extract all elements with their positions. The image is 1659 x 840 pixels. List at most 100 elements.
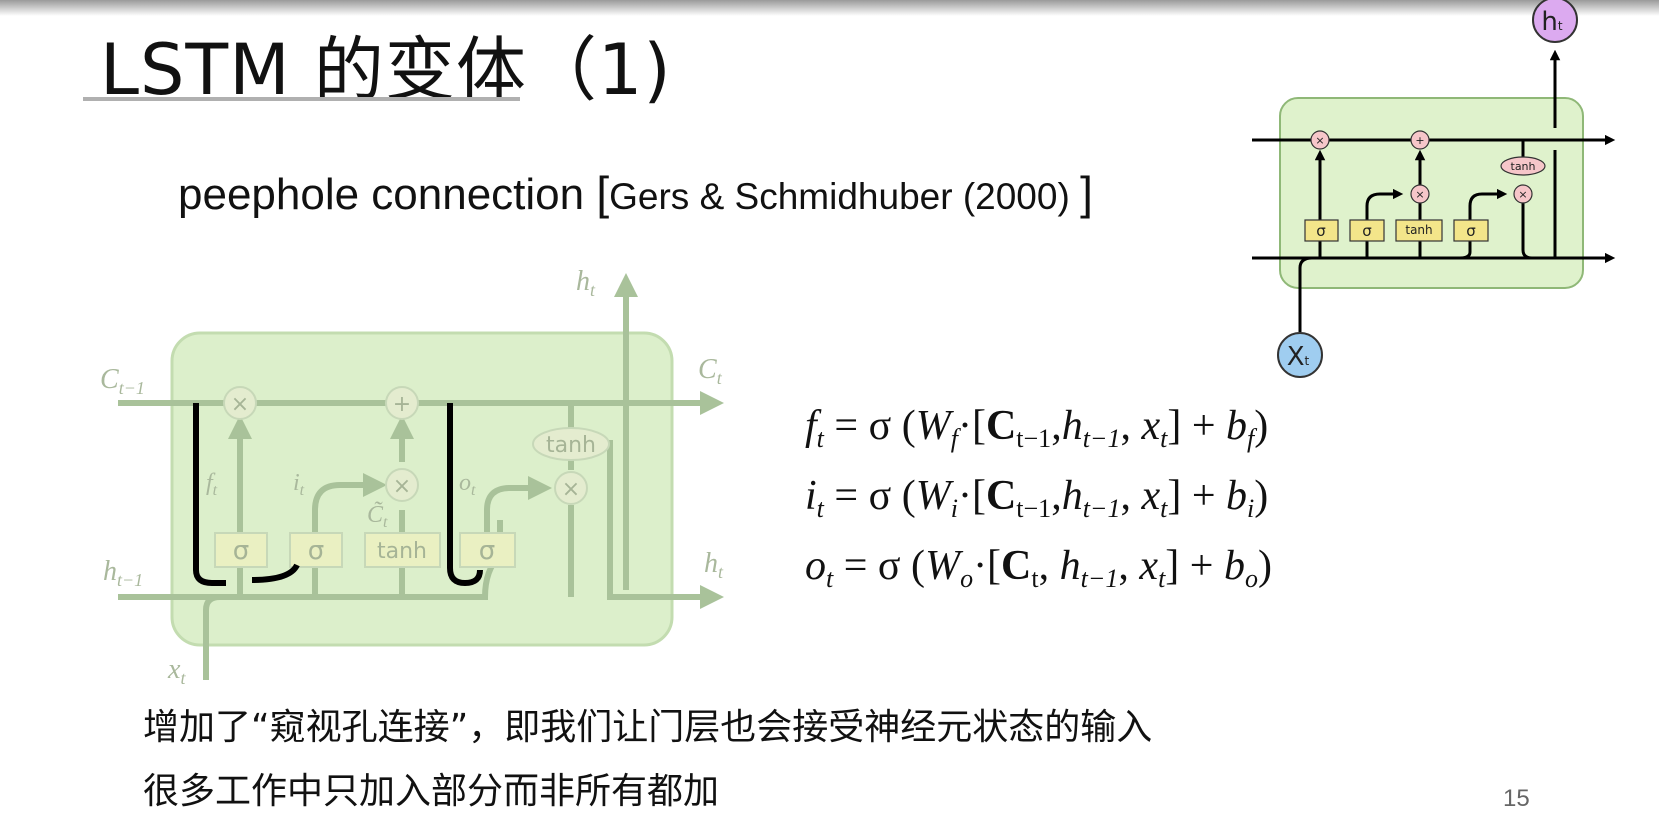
page-number: 15 — [1503, 785, 1530, 812]
label-x-in: xt — [167, 654, 186, 688]
standard-lstm-diagram: × + × × tanh σ σ tanh σ ht Xt — [1252, 0, 1616, 378]
equation-subscript: f — [950, 424, 958, 453]
equation-term: b — [1226, 473, 1248, 519]
equation-term: ] + — [1167, 473, 1227, 519]
equation-term: C — [985, 473, 1017, 519]
equation-term: ) — [1257, 543, 1272, 589]
gate-output: σ — [479, 536, 495, 566]
tanh-op: tanh — [546, 433, 596, 458]
equation-subscript: t−1 — [1082, 494, 1121, 523]
equation-subscript: t−1 — [1080, 564, 1119, 593]
equation-subscript: t — [816, 494, 824, 523]
equation-term: x — [1139, 543, 1159, 589]
equation-term: W — [915, 473, 951, 519]
label-h-top: ht — [576, 266, 596, 300]
equation-subscript: o — [960, 564, 974, 593]
equation-term: C — [985, 403, 1017, 449]
add-op: + — [1415, 134, 1424, 147]
output-multiply-op: × — [1518, 188, 1527, 201]
forget-multiply-op: × — [1315, 134, 1324, 147]
equation-subscript: t−1 — [1016, 494, 1052, 523]
body-line-1: 增加了“窥视孔连接”，即我们让门层也会接受神经元状态的输入 — [143, 707, 1153, 748]
equation-term: h — [1061, 473, 1083, 519]
gate-candidate: tanh — [377, 539, 427, 564]
body-line-2: 很多工作中只加入部分而非所有都加 — [143, 771, 720, 812]
equation-subscript: o — [1244, 564, 1258, 593]
input-multiply-op: × — [1415, 188, 1424, 201]
equation-term: h — [1059, 543, 1081, 589]
equation-subscript: t — [1160, 494, 1168, 523]
equation-term: x — [1141, 473, 1161, 519]
equation-term: h — [1061, 403, 1083, 449]
equation-term: W — [925, 543, 961, 589]
slide-subtitle: peephole connection [Gers & Schmidhuber … — [178, 166, 1093, 220]
equation-subscript: i — [950, 494, 958, 523]
equation-term: = σ ( — [823, 473, 916, 519]
h-output-label: ht — [1541, 7, 1562, 37]
equation-term: W — [915, 403, 951, 449]
equation-subscript: t−1 — [1016, 424, 1052, 453]
equation-term: , — [1118, 543, 1140, 589]
subtitle-bracket-open: [ — [596, 167, 610, 219]
x-input-label: Xt — [1287, 342, 1310, 372]
gate-input: σ — [308, 536, 324, 566]
equation-term: ] + — [1167, 403, 1227, 449]
label-c-out: Ct — [698, 354, 723, 388]
label-h-prev: ht−1 — [103, 556, 143, 590]
equation-term: , — [1051, 473, 1062, 519]
equation-term: , — [1120, 403, 1142, 449]
forget-multiply-op: × — [231, 392, 249, 417]
equation-subscript: t — [826, 564, 834, 593]
subtitle-bracket-close: ] — [1080, 167, 1093, 219]
equation-term: , — [1051, 403, 1062, 449]
equation-subscript: t — [816, 424, 824, 453]
equation-forget-gate: ft = σ (Wf·[Ct−1,ht−1, xt] + bf) — [805, 402, 1268, 454]
label-c-tilde: C̃t — [367, 501, 388, 531]
equation-term: ·[ — [957, 403, 986, 449]
top-shadow-bar — [0, 0, 1659, 16]
equation-subscript: i — [1247, 494, 1255, 523]
equation-subscript: f — [1247, 424, 1255, 453]
equation-term: ) — [1254, 473, 1269, 519]
equation-subscript: t−1 — [1082, 424, 1121, 453]
gate-output: σ — [1466, 222, 1476, 240]
equation-term: ·[ — [957, 473, 986, 519]
equation-term: x — [1141, 403, 1161, 449]
title-underline — [83, 97, 520, 101]
equation-input-gate: it = σ (Wi·[Ct−1,ht−1, xt] + bi) — [805, 472, 1268, 524]
equation-term: b — [1223, 543, 1245, 589]
equation-subscript: t — [1031, 564, 1039, 593]
equation-term: ·[ — [973, 543, 1002, 589]
label-f: ft — [206, 470, 218, 499]
equation-term: ] + — [1165, 543, 1224, 589]
equation-term: ) — [1254, 403, 1269, 449]
output-multiply-op: × — [562, 477, 580, 502]
gate-forget: σ — [1316, 222, 1326, 240]
equation-output-gate: ot = σ (Wo·[Ct, ht−1, xt] + bo) — [805, 542, 1272, 594]
gate-input: σ — [1362, 222, 1372, 240]
tanh-op: tanh — [1511, 160, 1536, 173]
subtitle-main: peephole connection — [178, 170, 597, 219]
equation-term: o — [805, 543, 826, 589]
equation-term: , — [1120, 473, 1142, 519]
equation-term: = σ ( — [823, 403, 916, 449]
equation-term: i — [805, 473, 817, 519]
peephole-lstm-diagram: × + × × tanh σ σ tanh σ Ct−1 Ct ht−1 ht … — [100, 266, 724, 688]
label-h-out: ht — [704, 548, 724, 582]
equation-term: C — [1001, 543, 1032, 589]
equation-term: b — [1226, 403, 1248, 449]
equation-term: f — [805, 403, 817, 449]
peephole-connections — [193, 403, 483, 587]
equation-subscript: t — [1160, 424, 1168, 453]
label-i: it — [293, 470, 305, 499]
subtitle-reference: Gers & Schmidhuber (2000) — [609, 176, 1081, 217]
add-op: + — [393, 392, 411, 417]
equation-term: = σ ( — [833, 543, 926, 589]
input-multiply-op: × — [393, 474, 411, 499]
gate-candidate: tanh — [1405, 223, 1432, 237]
label-c-prev: Ct−1 — [100, 364, 145, 398]
equation-subscript: t — [1158, 564, 1166, 593]
label-o: ot — [459, 470, 476, 499]
gate-forget: σ — [233, 536, 249, 566]
